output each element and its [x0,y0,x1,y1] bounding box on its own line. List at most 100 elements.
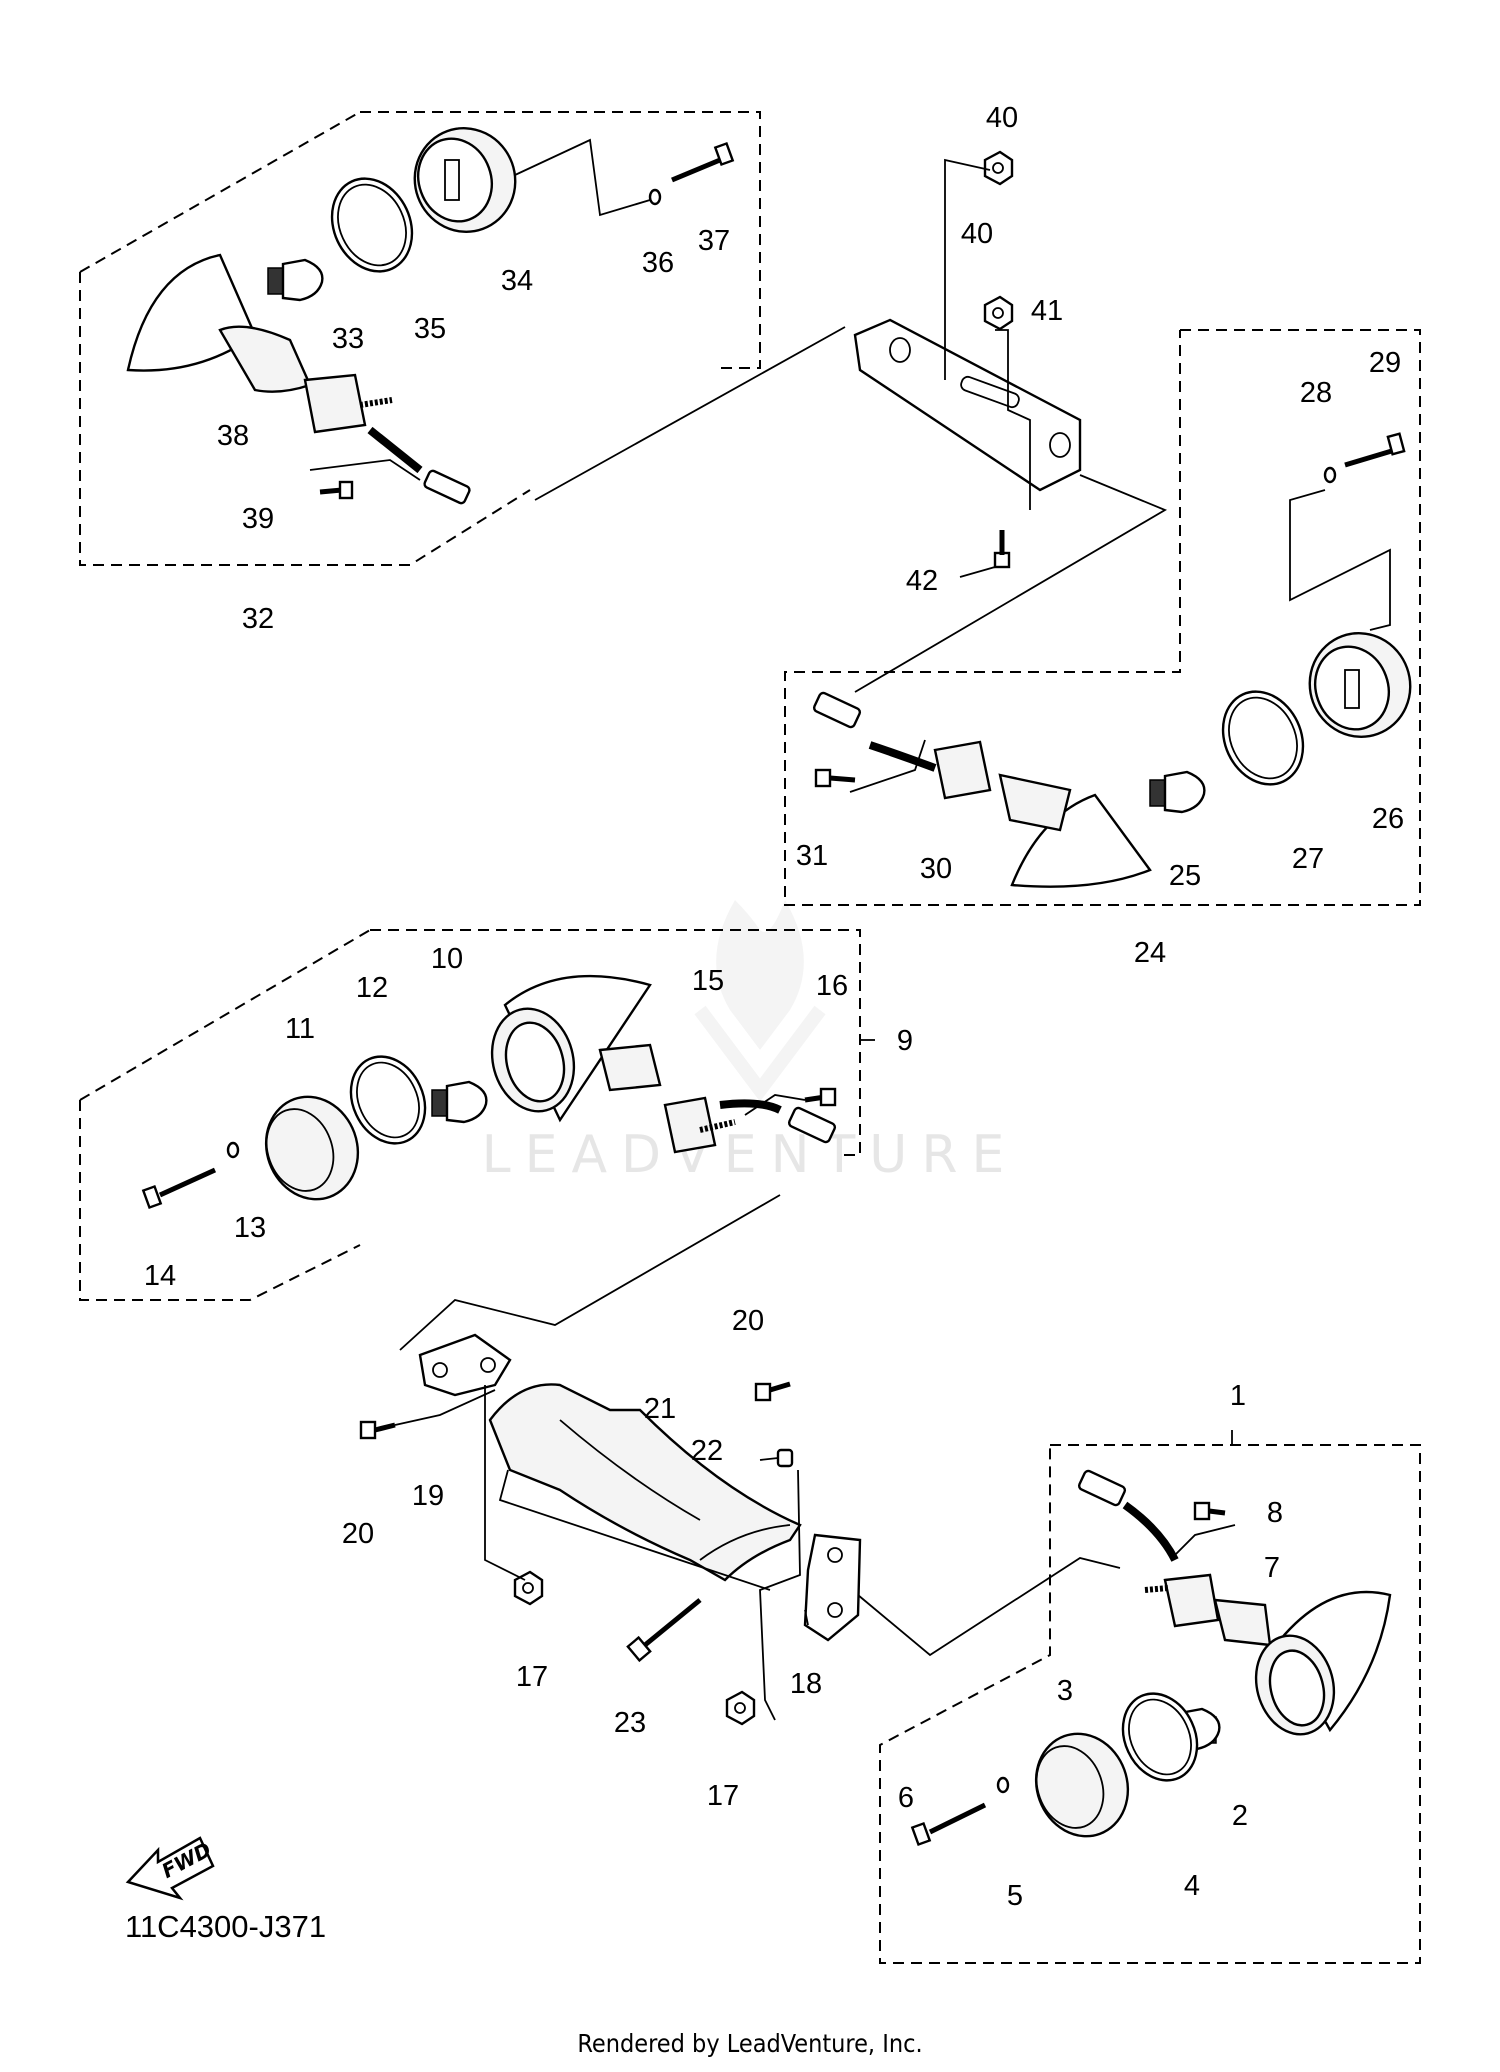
bolt-42 [993,530,1011,569]
group-1-lamp-body [1213,1590,1392,1736]
housing-3 [1034,1732,1130,1838]
label-36: 36 [642,247,674,279]
housing-34 [413,127,517,233]
screw-20-right [754,1381,791,1402]
label-20-right: 20 [732,1305,764,1337]
screw-6 [910,1802,987,1847]
label-34: 34 [501,265,533,297]
screw-8 [1193,1501,1226,1521]
label-41: 41 [1031,295,1063,327]
label-11: 11 [285,1013,315,1045]
label-19: 19 [412,1480,444,1512]
washer-5 [996,1776,1010,1794]
ring-12 [349,1055,427,1145]
label-38: 38 [217,420,249,452]
label-37: 37 [698,225,730,257]
label-2: 2 [1232,1800,1248,1832]
label-20-left: 20 [342,1518,374,1550]
label-13: 13 [234,1212,266,1244]
bulb-25 [1149,770,1206,814]
group-32-lens [126,253,257,372]
leadventure-logo-icon [694,900,826,1102]
bracket-18 [803,1533,862,1642]
diagram-code: 11C4300-J371 [125,1909,326,1944]
label-25: 25 [1169,860,1201,892]
socket-7 [1077,1469,1220,1628]
nut-40-lower [983,295,1014,331]
label-31: 31 [796,840,828,872]
render-credit: Rendered by LeadVenture, Inc. [577,2029,922,2058]
label-6: 6 [898,1782,914,1814]
label-30: 30 [920,853,952,885]
housing-26 [1308,632,1412,738]
washer-13 [226,1141,240,1159]
label-7: 7 [1264,1552,1280,1584]
label-9: 9 [897,1025,913,1057]
label-18: 18 [790,1668,822,1700]
group-24-stem [998,773,1072,832]
clip-22 [776,1448,794,1468]
bracket-41 [853,318,1082,492]
leader-9-19 [399,1194,781,1351]
group-9-lamp-body [490,974,662,1123]
fwd-arrow-icon: FWD [125,1836,215,1901]
ring-4 [1121,1692,1199,1782]
label-4: 4 [1184,1870,1200,1902]
bracket-19 [418,1333,512,1397]
label-40-upper: 40 [986,102,1018,134]
label-39: 39 [242,503,274,535]
label-22: 22 [691,1435,723,1467]
label-1: 1 [1230,1380,1246,1412]
nut-17-left [513,1570,544,1606]
group-24-lens [1010,793,1152,888]
screw-29 [1344,432,1406,468]
washer-28 [1323,466,1337,484]
label-15: 15 [692,965,724,997]
label-28: 28 [1300,377,1332,409]
label-27: 27 [1292,843,1324,875]
socket-38 [303,373,471,505]
leader-18-1 [857,1557,1121,1657]
screw-14 [141,1167,217,1210]
nut-17-right [725,1690,756,1726]
label-5: 5 [1007,1880,1023,1912]
group-24-outline [784,329,1421,906]
label-21: 21 [644,1393,676,1425]
socket-30 [812,691,992,800]
watermark-text: LEADVENTURE [482,1125,1019,1185]
group-32-stem [218,325,312,393]
washer-36 [648,188,662,206]
screw-23 [626,1598,702,1663]
screw-16 [804,1087,837,1107]
label-3: 3 [1057,1675,1073,1707]
label-29: 29 [1369,347,1401,379]
label-40-lower: 40 [961,218,993,250]
bulb-33 [267,258,324,302]
label-35: 35 [414,313,446,345]
label-8: 8 [1267,1497,1283,1529]
label-26: 26 [1372,803,1404,835]
label-17-left: 17 [516,1661,548,1693]
group-9-outline [79,929,861,1301]
label-24: 24 [1134,937,1166,969]
ring-27 [1221,690,1305,786]
leader-32-41 [534,326,846,501]
label-32: 32 [242,603,274,635]
screw-39 [319,480,354,500]
label-10: 10 [431,943,463,975]
group-1-outline [879,1444,1421,1964]
screw-20-left [359,1420,396,1440]
label-33: 33 [332,323,364,355]
label-16: 16 [816,970,848,1002]
nut-40-upper [983,150,1014,186]
bulb-10 [431,1080,488,1124]
label-23: 23 [614,1707,646,1739]
leader-41-24 [854,474,1168,693]
housing-11 [264,1095,360,1201]
screw-37 [671,141,735,183]
group-32-outline [79,111,761,566]
screw-31 [814,768,856,788]
label-42: 42 [906,565,938,597]
socket-15 [663,1096,837,1154]
